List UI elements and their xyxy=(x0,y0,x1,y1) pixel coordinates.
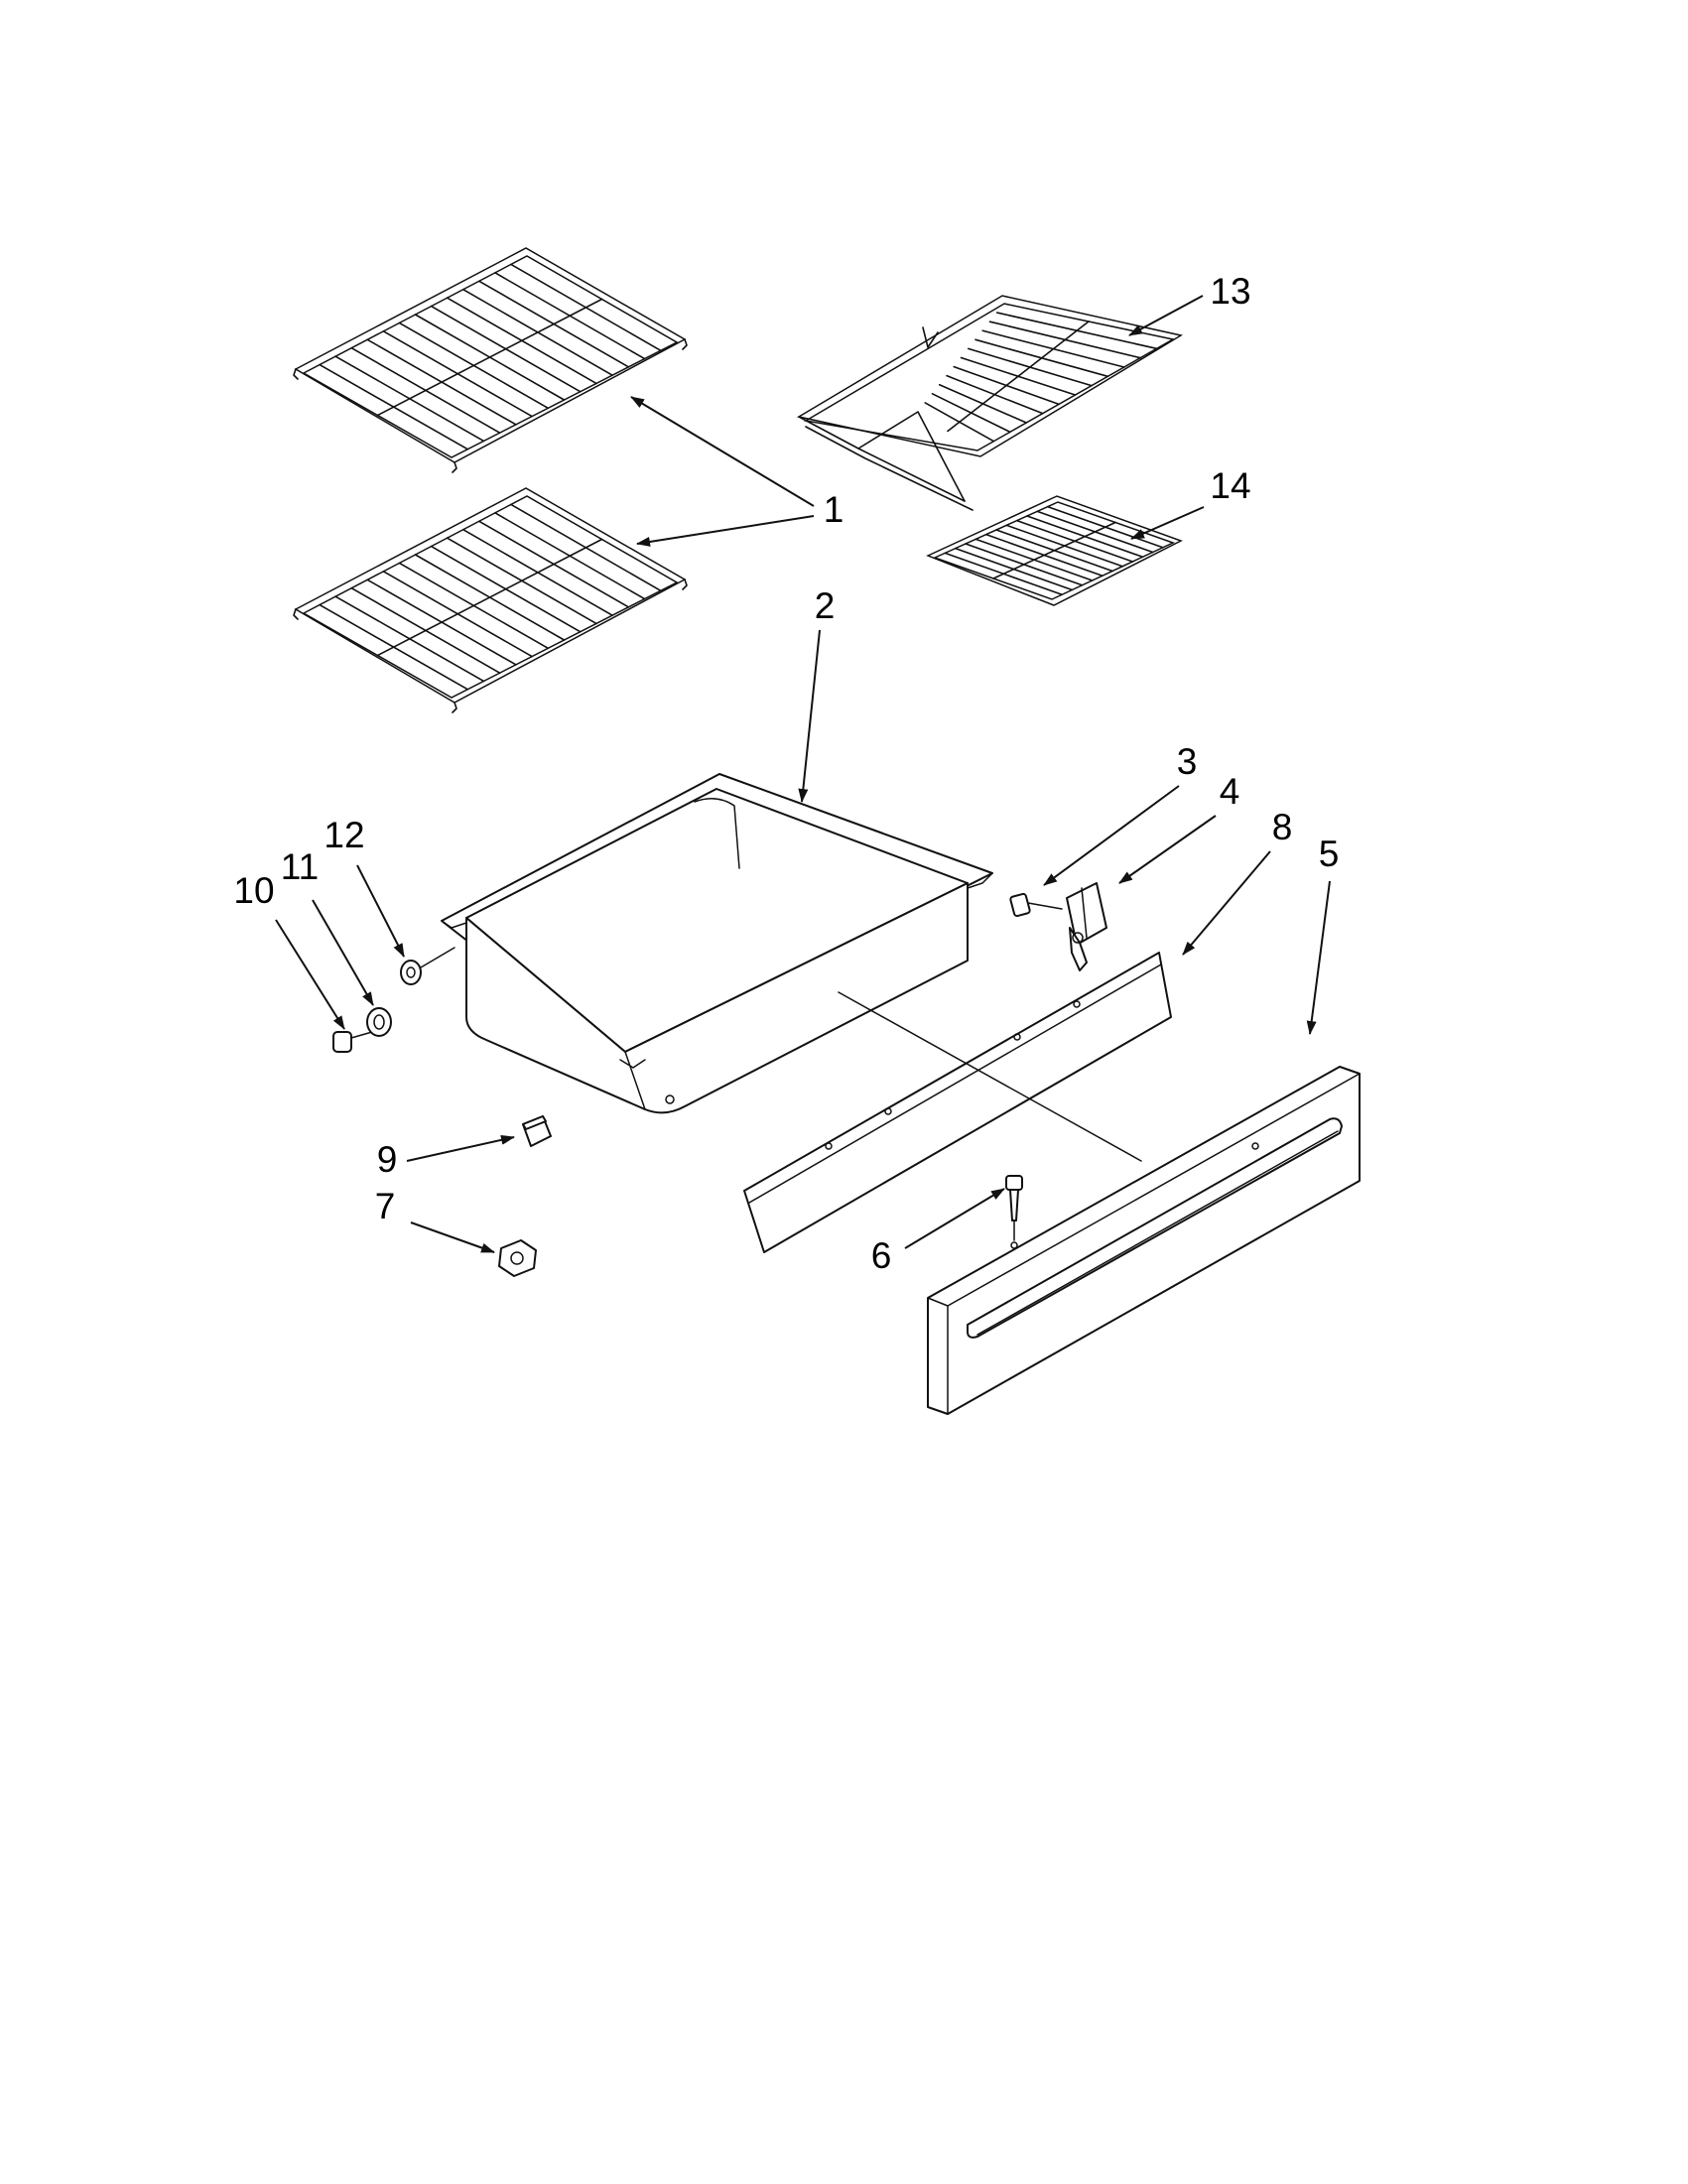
callout-11: 11 xyxy=(281,846,319,887)
roller-screw xyxy=(332,1031,352,1053)
roller-wheel xyxy=(366,1007,392,1037)
screw xyxy=(1009,892,1063,918)
callout-1: 1 xyxy=(824,489,844,530)
callout-7: 7 xyxy=(375,1186,396,1226)
callout-14: 14 xyxy=(1210,465,1250,506)
roller-assembly xyxy=(332,947,455,1053)
callout-2: 2 xyxy=(815,585,836,626)
callout-9: 9 xyxy=(377,1139,398,1180)
spacer-block xyxy=(522,1115,552,1147)
callout-6: 6 xyxy=(871,1235,892,1276)
callout-4: 4 xyxy=(1220,771,1240,812)
hex-nut xyxy=(498,1239,537,1277)
roll-out-rack xyxy=(796,295,1183,511)
slide-bracket xyxy=(1066,882,1107,971)
roller-bushing xyxy=(400,960,422,985)
callout-8: 8 xyxy=(1272,807,1293,847)
leader-lines xyxy=(275,295,1331,1253)
callout-13: 13 xyxy=(1210,271,1250,312)
half-rack xyxy=(926,495,1183,606)
drawer-front xyxy=(927,1066,1361,1415)
drawer-pan xyxy=(441,773,993,1114)
drawer-rail xyxy=(743,952,1172,1253)
callout-5: 5 xyxy=(1319,834,1340,874)
callout-10: 10 xyxy=(233,870,274,911)
screw xyxy=(1005,1175,1023,1249)
oven-rack-upper xyxy=(293,247,688,473)
callout-labels: 1 2 3 4 5 6 7 8 9 10 11 12 13 14 xyxy=(233,271,1339,1276)
callout-3: 3 xyxy=(1177,741,1198,782)
oven-rack-lower xyxy=(293,487,688,713)
callout-12: 12 xyxy=(324,815,364,855)
